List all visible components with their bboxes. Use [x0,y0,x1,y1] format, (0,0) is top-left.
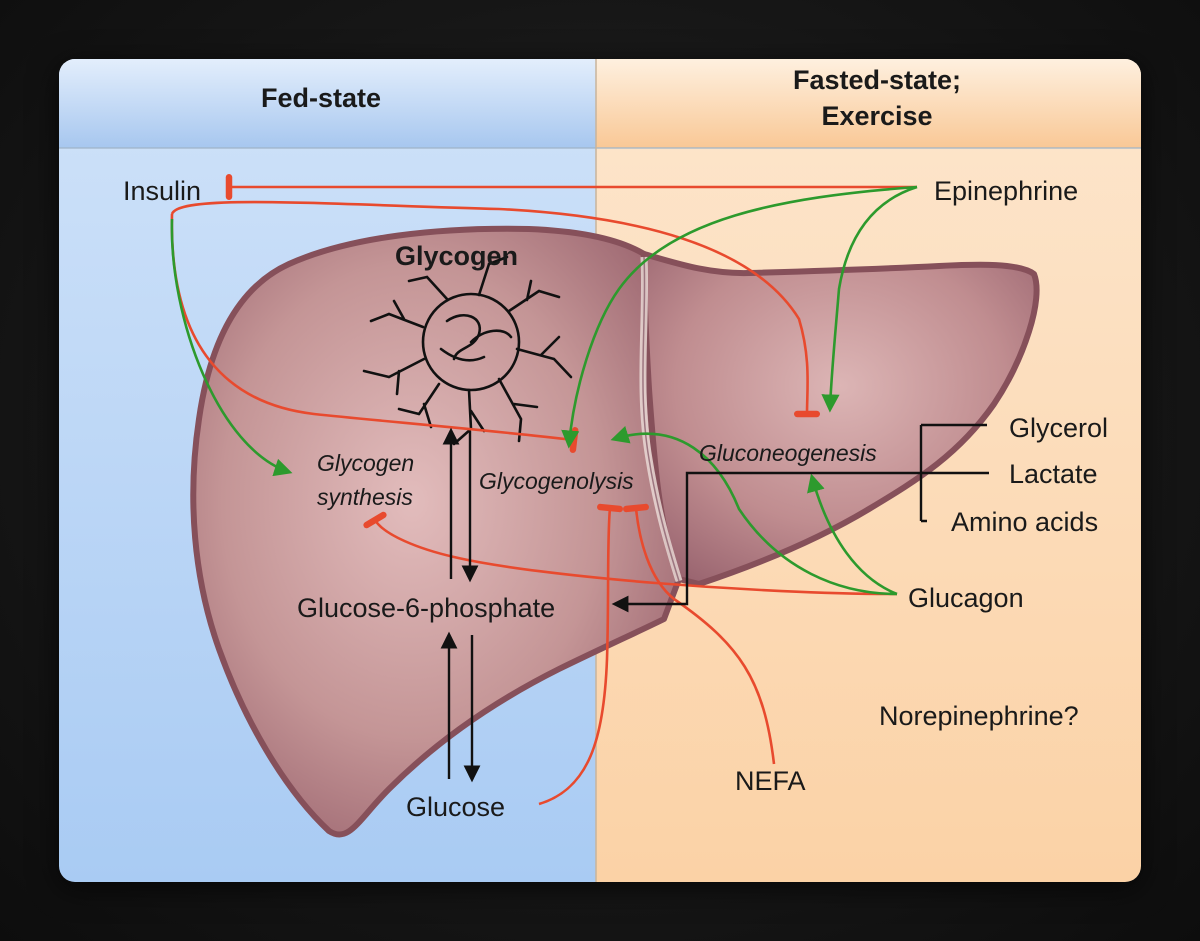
nefa-label: NEFA [735,766,806,796]
norepinephrine-label: Norepinephrine? [879,701,1079,731]
stimulation-arrows [170,185,918,596]
epinephrine-stimulates-gluconeogenesis [821,185,918,413]
gluconeogenesis-to-g6p-arrow [611,471,989,613]
glucagon-stimulates-glycogenolysis [610,426,898,596]
insulin-inhibits-gluconeogenesis [170,200,820,418]
insulin-label: Insulin [123,176,201,206]
epinephrine-stimulates-glycogenolysis [561,185,918,449]
substrate-bracket [919,423,987,523]
glucagon-label: Glucagon [908,583,1024,613]
glycogen-synthesis-label-line2: synthesis [317,484,413,510]
glucose-label: Glucose [406,792,505,822]
glucose-6-phosphate-label: Glucose-6-phosphate [297,593,555,623]
liver-illustration [190,225,1040,838]
glycogenolysis-label: Glycogenolysis [479,468,634,494]
liver-metabolism-diagram: Fed-state Fasted-state; Exercise [59,59,1141,882]
fed-state-header [59,59,596,148]
gluconeogenesis-label: Gluconeogenesis [699,440,877,466]
inhibition-arrows [170,174,917,806]
amino-acids-label: Amino acids [951,507,1098,537]
metabolic-flux-arrows [440,423,989,783]
diagram-card: Fed-state Fasted-state; Exercise [59,59,1141,882]
nefa-inhibits-glycogenolysis [623,503,776,765]
fasted-state-title-line2: Exercise [821,101,932,131]
fasted-state-header [596,59,1141,148]
glycerol-label: Glycerol [1009,413,1108,443]
glycogen-synthesis-label-line1: Glycogen [317,450,414,476]
glucose-inhibits-glycogenolysis [538,503,623,806]
insulin-inhibits-glycogenolysis [170,213,579,453]
fed-state-title: Fed-state [261,83,381,113]
lactate-label: Lactate [1009,459,1098,489]
glycogen-label: Glycogen [395,241,518,271]
glucagon-inhibits-glycogen-synthesis [363,511,898,596]
epinephrine-label: Epinephrine [934,176,1078,206]
insulin-stimulates-glycogen-synthesis [170,218,293,477]
glucagon-stimulates-gluconeogenesis [807,473,898,596]
fasted-state-title-line1: Fasted-state; [793,65,961,95]
